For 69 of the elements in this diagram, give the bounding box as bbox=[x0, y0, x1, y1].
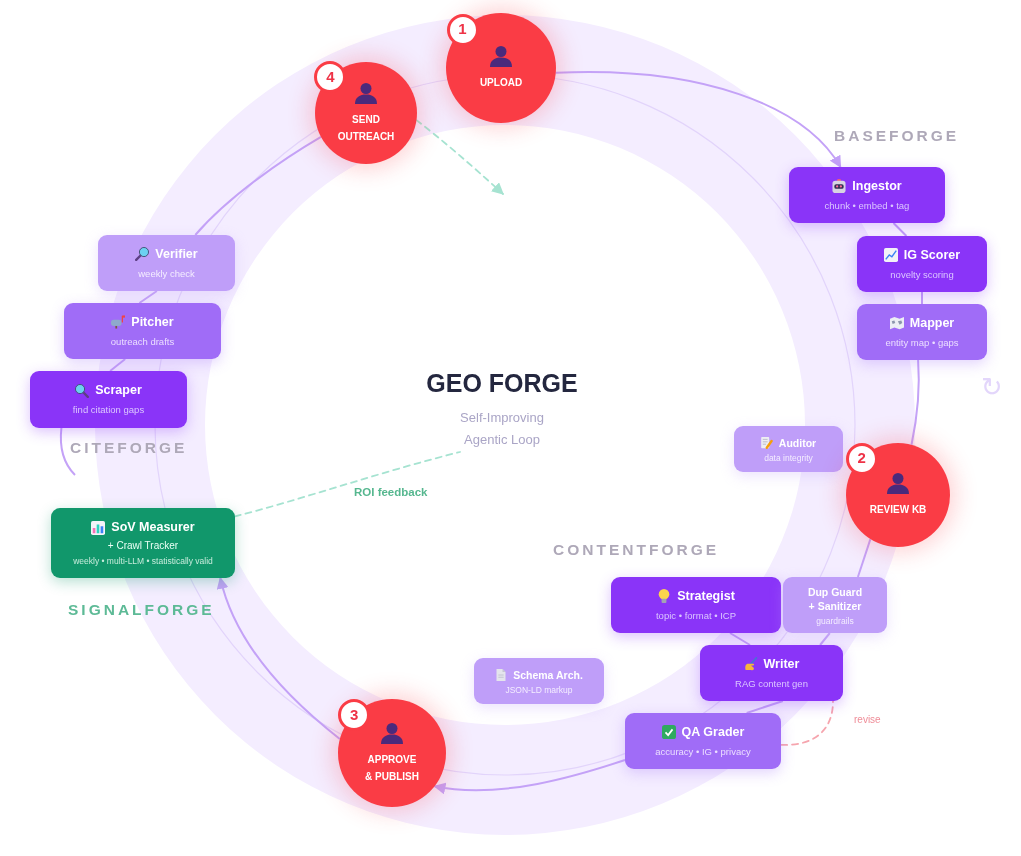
section-label: SIGNALFORGE bbox=[68, 601, 215, 619]
card-title: Scraper bbox=[95, 383, 142, 398]
flow-arrow bbox=[433, 759, 626, 794]
agent-card bbox=[64, 303, 221, 359]
card-title: IG Scorer bbox=[903, 247, 961, 263]
loop-symbol: ↻ bbox=[981, 372, 1003, 402]
card-title: Writer bbox=[763, 656, 800, 672]
section-label: CONTENTFORGE bbox=[553, 541, 720, 559]
card-title: Strategist bbox=[677, 588, 735, 604]
card-subtitle: accuracy • IG • privacy bbox=[655, 745, 751, 758]
section-label: CITEFORGE bbox=[70, 439, 188, 457]
dashed-arrow bbox=[415, 119, 504, 195]
card-subtitle: RAG content gen bbox=[735, 677, 808, 690]
section-label: BASEFORGE bbox=[834, 127, 960, 145]
agent-card bbox=[611, 577, 781, 633]
agent-card bbox=[700, 645, 843, 701]
card-title: Ingestor bbox=[852, 178, 902, 194]
card-title: Schema Arch. bbox=[513, 667, 583, 682]
connector-line bbox=[819, 632, 831, 646]
dashed-line bbox=[234, 451, 461, 518]
connector-line bbox=[910, 359, 920, 446]
flow-arrow bbox=[217, 576, 341, 740]
agent-card bbox=[734, 426, 843, 472]
dashed-line bbox=[780, 700, 834, 746]
card-subtitle: JSON-LD markup bbox=[505, 684, 573, 695]
connector-line bbox=[138, 290, 158, 304]
card-subtitle: chunk • embed • tag bbox=[824, 199, 910, 212]
agent-card bbox=[474, 658, 604, 704]
card-title: Verifier bbox=[155, 246, 198, 262]
card-subtitle: weekly check bbox=[138, 267, 195, 280]
edge-label: ROI feedback bbox=[352, 486, 430, 499]
agent-card bbox=[857, 304, 987, 360]
card-title: Dup Guard + Sanitizer bbox=[806, 584, 864, 613]
agent-card bbox=[783, 577, 887, 633]
card-detail: + Crawl Tracker bbox=[107, 540, 179, 552]
agent-card bbox=[625, 713, 781, 769]
connector-line bbox=[109, 358, 127, 372]
card-subtitle: novelty scoring bbox=[890, 268, 954, 281]
card-title: Mapper bbox=[909, 315, 955, 331]
agent-card bbox=[789, 167, 945, 223]
connector-line bbox=[856, 538, 872, 578]
step-label: APPROVE & PUBLISH bbox=[364, 752, 420, 784]
agent-card bbox=[51, 508, 235, 578]
card-subtitle: weekly • multi-LLM • statistically valid bbox=[73, 556, 213, 566]
step-label: REVIEW KB bbox=[869, 503, 927, 517]
connector-line bbox=[59, 427, 76, 476]
card-subtitle: entity map • gaps bbox=[885, 336, 959, 349]
card-subtitle: guardrails bbox=[816, 615, 854, 626]
agent-card bbox=[857, 236, 987, 292]
agent-card bbox=[98, 235, 235, 291]
hub-subtitle: Self-Improving Agentic Loop bbox=[459, 409, 545, 449]
connector-line bbox=[921, 291, 923, 305]
agent-card bbox=[30, 371, 187, 428]
card-subtitle: outreach drafts bbox=[110, 335, 175, 348]
edge-label: revise bbox=[852, 713, 883, 726]
step-number-badge: 1 bbox=[446, 13, 479, 46]
hub-title: GEO FORGE bbox=[426, 368, 578, 398]
connector-line bbox=[729, 632, 751, 646]
step-label: UPLOAD bbox=[479, 76, 523, 90]
card-title: SoV Measurer bbox=[111, 520, 195, 535]
card-title: Pitcher bbox=[131, 314, 174, 330]
card-subtitle: topic • format • ICP bbox=[655, 609, 736, 622]
card-subtitle: find citation gaps bbox=[72, 404, 145, 416]
connector-line bbox=[194, 135, 322, 236]
step-label: SEND OUTREACH bbox=[336, 112, 396, 144]
connector-line bbox=[892, 222, 908, 237]
card-title: Auditor bbox=[778, 435, 817, 450]
card-subtitle: data integrity bbox=[764, 452, 813, 463]
card-title: QA Grader bbox=[681, 724, 745, 740]
